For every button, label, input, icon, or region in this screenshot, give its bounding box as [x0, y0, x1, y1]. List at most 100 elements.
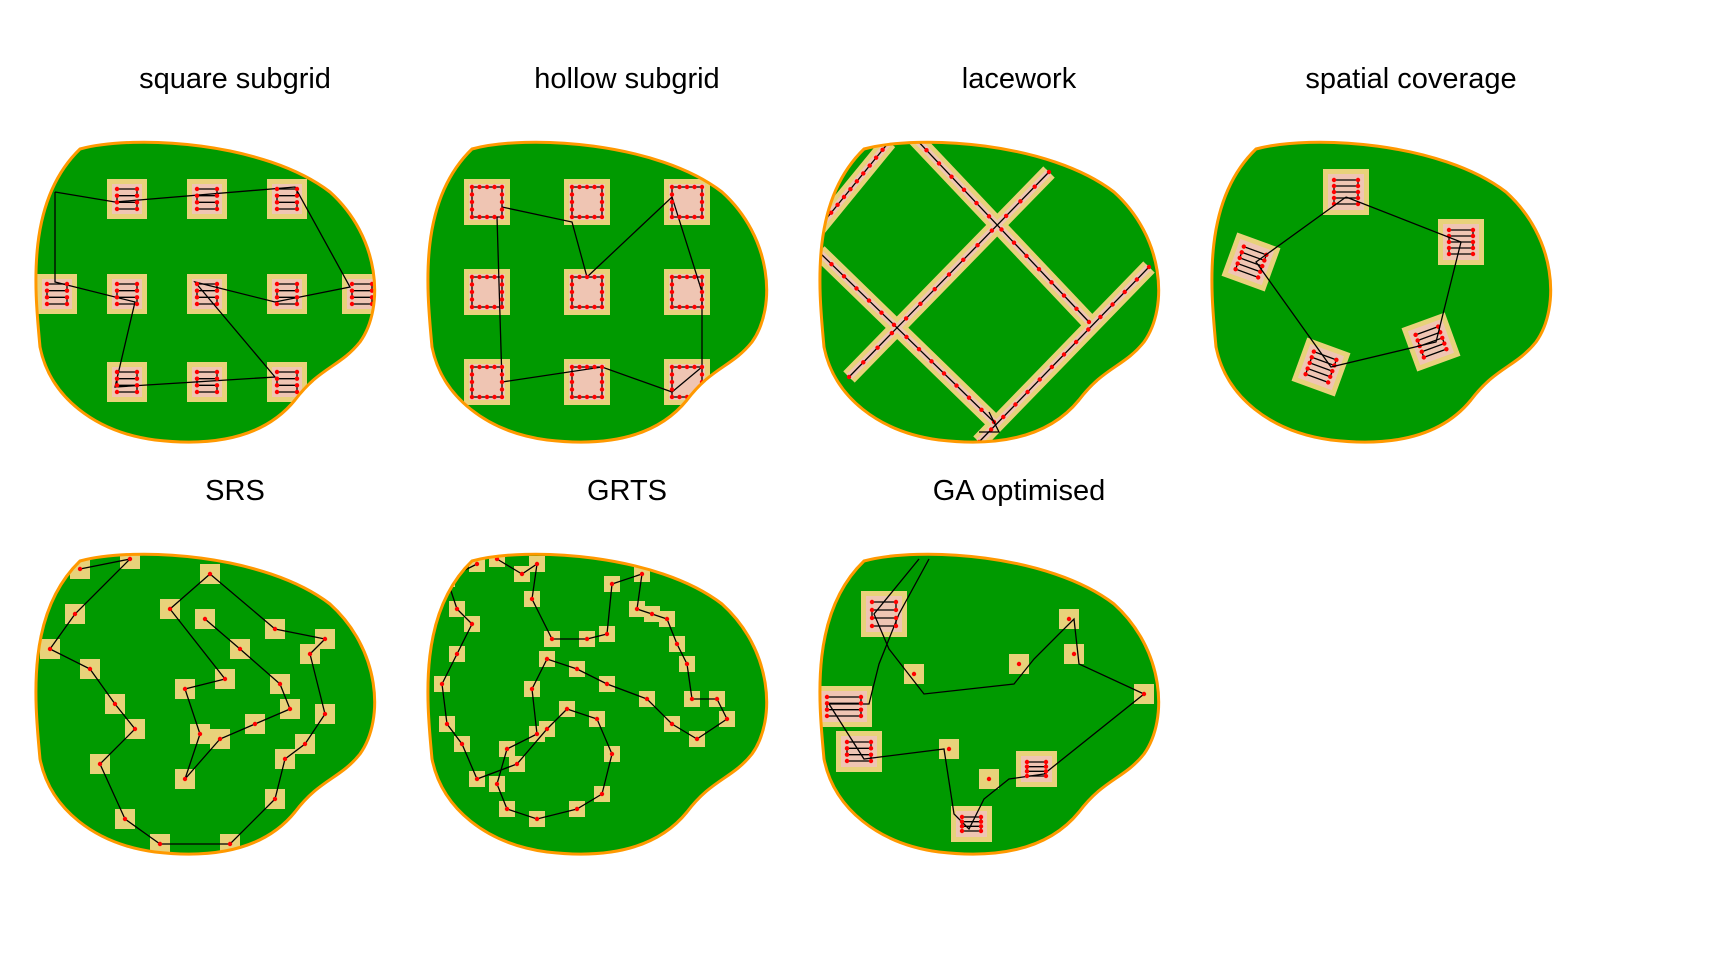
sample-point	[893, 599, 899, 605]
sample-point	[1024, 253, 1029, 259]
sample-point	[1043, 773, 1049, 779]
sample-point	[499, 214, 505, 220]
sample-point	[519, 571, 525, 577]
sample-point	[932, 286, 937, 292]
sample-point	[484, 214, 490, 220]
sample-point	[844, 758, 850, 764]
sample-point	[252, 721, 258, 727]
sample-point	[692, 304, 697, 310]
sample-point	[669, 387, 675, 392]
sample-point	[1311, 349, 1317, 354]
sample-point	[866, 298, 872, 303]
sample-point	[194, 200, 200, 205]
sample-point	[274, 389, 280, 395]
sample-point	[669, 304, 675, 310]
sample-point	[287, 706, 293, 712]
map-hollow-subgrid	[426, 140, 769, 444]
sample-point	[132, 726, 138, 732]
map-content	[34, 140, 377, 444]
sample-point	[294, 206, 300, 212]
sample-point	[699, 274, 705, 280]
sample-point	[999, 227, 1004, 232]
sample-point	[499, 394, 505, 400]
sample-point	[274, 193, 280, 198]
panel-hollow-subgrid: hollow subgrid	[417, 62, 837, 462]
sample-point	[202, 616, 208, 622]
map-grts	[426, 552, 769, 856]
sample-point	[47, 646, 53, 652]
sample-point	[858, 694, 864, 700]
sample-point	[979, 407, 984, 413]
sample-point	[1260, 263, 1265, 269]
sample-point	[599, 297, 605, 302]
map-content	[426, 140, 769, 444]
sample-point	[214, 295, 220, 300]
panel-square-subgrid: square subgrid	[25, 62, 445, 462]
sample-point	[677, 274, 682, 280]
sample-point	[1331, 183, 1337, 189]
sample-point	[477, 214, 482, 220]
sample-point	[692, 364, 697, 370]
sample-point	[869, 623, 875, 629]
sample-point	[594, 716, 600, 722]
sample-point	[1003, 213, 1009, 219]
sample-point	[609, 581, 615, 587]
sample-point	[474, 776, 480, 782]
sample-point	[534, 816, 540, 822]
sample-point	[639, 571, 645, 577]
sample-point	[966, 395, 972, 400]
sample-point	[677, 214, 682, 220]
panel-title: hollow subgrid	[534, 63, 720, 95]
sample-point	[975, 243, 980, 248]
sample-point	[214, 301, 220, 307]
sample-point	[274, 200, 280, 205]
sample-point	[867, 163, 872, 168]
sample-point	[274, 369, 280, 375]
sample-point	[978, 824, 984, 829]
route-line	[1304, 351, 1338, 383]
map-content	[818, 552, 1161, 856]
sample-point	[664, 616, 670, 622]
sample-point	[569, 372, 575, 377]
sample-point	[692, 214, 697, 220]
sample-point	[1086, 327, 1091, 332]
sample-point	[1331, 195, 1337, 201]
sample-point	[1470, 251, 1476, 257]
sample-point	[599, 364, 605, 370]
sample-point	[477, 184, 482, 190]
sample-point	[1032, 184, 1037, 189]
sample-point	[858, 707, 864, 712]
sample-point	[1049, 280, 1054, 285]
panel-lacework: lacework	[809, 62, 1229, 462]
sample-point	[599, 791, 605, 797]
sample-point	[669, 372, 675, 377]
sample-point	[1071, 651, 1077, 657]
sample-point	[669, 192, 675, 197]
sample-point	[484, 274, 490, 280]
sample-point	[499, 207, 505, 212]
sample-point	[274, 281, 280, 287]
sample-point	[294, 295, 300, 300]
sample-point	[214, 389, 220, 395]
sample-point	[114, 288, 120, 293]
sample-point	[504, 806, 510, 812]
sample-point	[469, 289, 475, 295]
sample-point	[584, 184, 590, 190]
sample-point	[544, 726, 550, 732]
sample-point	[869, 615, 875, 621]
sample-point	[699, 192, 705, 197]
sample-point	[1355, 195, 1361, 201]
sample-point	[529, 596, 535, 602]
sample-point	[549, 636, 555, 642]
sample-point	[477, 304, 482, 310]
panel-title: spatial coverage	[1305, 63, 1517, 95]
sample-point	[669, 184, 675, 190]
sample-point	[1043, 759, 1049, 765]
panel-title: GRTS	[586, 475, 668, 507]
sample-point	[499, 297, 505, 302]
sample-point	[214, 383, 220, 388]
sample-point	[214, 288, 220, 293]
sample-point	[835, 202, 840, 208]
sample-point	[918, 301, 923, 306]
sample-point	[684, 364, 690, 370]
